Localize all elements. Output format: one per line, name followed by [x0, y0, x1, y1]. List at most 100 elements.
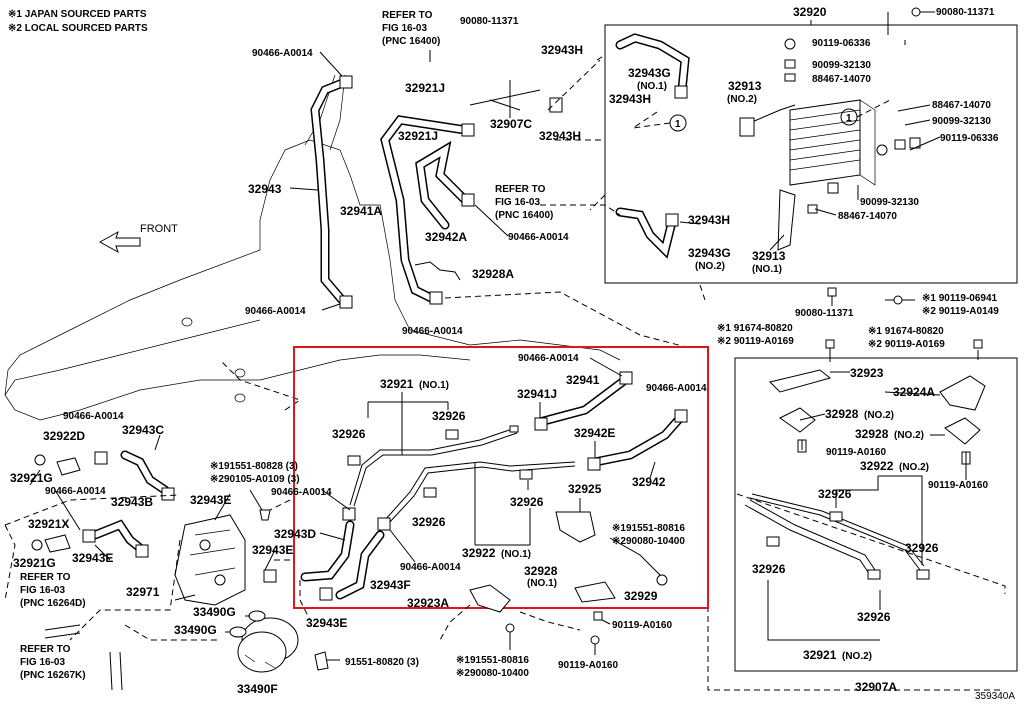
label-191551-80828: ※191551-80828 (3)	[210, 461, 298, 472]
label-90119-a0160: 90119-A0160	[928, 480, 988, 491]
label-88467-14070: 88467-14070	[932, 100, 991, 111]
oil-cooler-core	[789, 99, 876, 186]
fitting-32907c	[469, 80, 541, 118]
label-32942e: 32942E	[574, 426, 615, 440]
label-32943g: 32943G	[628, 66, 671, 80]
label-32921x: 32921X	[28, 517, 69, 531]
pipe-32922-no2	[749, 493, 925, 571]
label-32941: 32941	[566, 373, 600, 387]
hose-32942a	[415, 140, 470, 230]
hose-32942	[590, 413, 685, 467]
refer-note-2-l1: REFER TO	[495, 184, 546, 195]
label-90119-06336: 90119-06336	[812, 38, 871, 49]
figure-id: 359340A	[975, 691, 1015, 702]
clamp-32928-no2	[944, 417, 981, 445]
label-32921g: 32921G	[13, 556, 56, 570]
label-90119-a0160: 90119-A0160	[612, 620, 672, 631]
label-32913-sub: (NO.1)	[752, 264, 782, 275]
label-290105-a0109: ※290105-A0109 (3)	[210, 474, 300, 485]
bracket-32913-no2	[744, 104, 796, 126]
bracket-32923a	[469, 584, 511, 613]
grommet-32926	[519, 469, 533, 480]
legend-local: ※2 LOCAL SOURCED PARTS	[8, 23, 148, 34]
label-88467-14070: 88467-14070	[838, 211, 897, 222]
label-32928-sub: (NO.1)	[527, 578, 557, 589]
grommet-32926	[347, 455, 361, 466]
label-90099-32130: 90099-32130	[860, 197, 919, 208]
hose-32943g-no1	[615, 33, 690, 95]
hose-32943g-no2	[615, 207, 677, 259]
label-32923a: 32923A	[407, 596, 449, 610]
label-32943b: 32943B	[111, 495, 153, 509]
label-90466-a0014: 90466-A0014	[252, 48, 313, 59]
label-32941j: 32941J	[517, 387, 557, 401]
clamp	[429, 291, 443, 305]
label-90466-a0014: 90466-A0014	[45, 486, 106, 497]
label-32922-sub: (NO.1)	[501, 549, 531, 560]
label-32921: 32921	[380, 377, 414, 391]
legend-japan: ※1 JAPAN SOURCED PARTS	[8, 9, 147, 20]
label-32926: 32926	[332, 427, 366, 441]
front-label: FRONT	[140, 223, 178, 235]
label-32943h: 32943H	[688, 213, 730, 227]
label-32921: 32921	[803, 648, 837, 662]
hose-32943b	[90, 519, 145, 553]
label-32942: 32942	[632, 475, 666, 489]
label-32913: 32913	[728, 79, 762, 93]
label-32943e: 32943E	[72, 551, 113, 565]
label-32922: 32922	[860, 459, 894, 473]
refer-note-1-l1: REFER TO	[382, 10, 433, 21]
refer-note-2-l2: FIG 16-03	[495, 197, 540, 208]
label-90466-a0014: 90466-A0014	[400, 562, 461, 573]
label-90466-a0014: 90466-A0014	[518, 353, 579, 364]
label-32943e: 32943E	[190, 493, 231, 507]
label-32924a: 32924A	[893, 385, 935, 399]
label-32943h: 32943H	[539, 129, 581, 143]
pipe-32922-no1	[384, 461, 576, 524]
label-33490g: 33490G	[193, 605, 236, 619]
label-90080-11371: 90080-11371	[936, 7, 995, 18]
label-32928a: 32928A	[472, 267, 514, 281]
refer-note-4-l3: (PNC 16267K)	[20, 670, 86, 681]
label-32926: 32926	[432, 409, 466, 423]
label-32925: 32925	[568, 482, 602, 496]
label-32922-sub: (NO.2)	[899, 462, 929, 473]
label-90466-a0014: 90466-A0014	[402, 326, 463, 337]
label-32926: 32926	[857, 610, 891, 624]
label-290119-a0169: ※2 90119-A0169	[717, 336, 794, 347]
label-190119-06941: ※1 90119-06941	[922, 293, 998, 304]
label-90119-06336: 90119-06336	[940, 133, 999, 144]
label-32922d: 32922D	[43, 429, 85, 443]
label-32943h: 32943H	[541, 43, 583, 57]
label-90080-11371: 90080-11371	[460, 16, 519, 27]
pipe-32921-no1	[349, 427, 518, 507]
label-191551-80816: ※191551-80816	[456, 655, 529, 666]
filter-33490f	[237, 617, 299, 673]
refer-note-3-l1: REFER TO	[20, 572, 71, 583]
label-32943g-sub: (NO.2)	[695, 261, 725, 272]
hose-32943f	[335, 530, 385, 600]
label-32926: 32926	[510, 495, 544, 509]
label-32921j: 32921J	[398, 129, 438, 143]
label-290080-10400: ※290080-10400	[456, 668, 529, 679]
label-32920: 32920	[793, 5, 827, 19]
label-32943f: 32943F	[370, 578, 411, 592]
label-32943: 32943	[248, 182, 282, 196]
label-191674-80820: ※1 91674-80820	[717, 323, 793, 334]
refer-note-3-l3: (PNC 16264D)	[20, 598, 86, 609]
label-33490f: 33490F	[237, 682, 278, 696]
clamp	[549, 97, 563, 113]
refer-note-4-l2: FIG 16-03	[20, 657, 65, 668]
label-32943c: 32943C	[122, 423, 164, 437]
label-33490g: 33490G	[174, 623, 217, 637]
label-32943h: 32943H	[609, 92, 651, 106]
valve-body-32971	[174, 514, 246, 606]
label-32922: 32922	[462, 546, 496, 560]
refer-note-4-l1: REFER TO	[20, 644, 71, 655]
label-32926: 32926	[818, 487, 852, 501]
grommet-32926	[916, 569, 930, 580]
clamp	[461, 123, 475, 137]
label-90466-a0014: 90466-A0014	[63, 411, 124, 422]
label-90466-a0014: 90466-A0014	[508, 232, 569, 243]
label-32971: 32971	[126, 585, 160, 599]
